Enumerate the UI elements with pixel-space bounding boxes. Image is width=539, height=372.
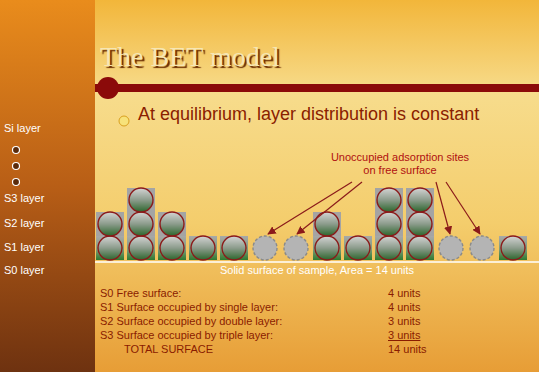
table-cell: S3 Surface occupied by triple layer:	[100, 329, 273, 342]
site-square	[313, 212, 341, 236]
leader-arrow	[446, 182, 480, 234]
leader-arrow	[268, 182, 352, 234]
site-square	[127, 212, 155, 236]
adsorbed-molecule	[408, 236, 432, 260]
callout-text: Unoccupied adsorption sites on free surf…	[325, 151, 475, 177]
site-square	[96, 212, 124, 236]
adsorbed-molecule	[129, 236, 153, 260]
unoccupied-site	[253, 236, 277, 260]
bullet-text: At equilibrium, layer distribution is co…	[138, 104, 488, 126]
site-square	[375, 236, 403, 260]
table-cell: S2 Surface occupied by double layer:	[100, 315, 282, 328]
table-cell: S0 Free surface:	[100, 287, 181, 300]
layer-label: Si layer	[4, 122, 41, 135]
unoccupied-site	[284, 236, 308, 260]
layer-label: S1 layer	[4, 241, 44, 254]
adsorbed-molecule	[160, 212, 184, 236]
site-square	[375, 212, 403, 236]
table-cell: 4 units	[388, 301, 420, 314]
adsorbed-molecule	[222, 236, 246, 260]
site-square	[499, 236, 527, 260]
adsorbed-molecule	[501, 236, 525, 260]
site-square	[189, 236, 217, 260]
site-square	[158, 236, 186, 260]
slide-title: The BET model	[100, 40, 280, 74]
adsorbed-molecule	[160, 236, 184, 260]
bullet-dot	[13, 179, 20, 186]
adsorbed-molecule	[191, 236, 215, 260]
unoccupied-site	[439, 236, 463, 260]
site-square	[375, 188, 403, 212]
title-rule-knob	[97, 77, 119, 99]
unoccupied-site	[470, 236, 494, 260]
site-square	[406, 212, 434, 236]
bullet-dot	[13, 163, 20, 170]
site-square	[96, 236, 124, 260]
surface-line	[95, 261, 539, 263]
site-square	[344, 236, 372, 260]
table-cell: 14 units	[388, 343, 427, 356]
adsorbed-molecule	[377, 236, 401, 260]
table-cell: 4 units	[388, 287, 420, 300]
table-cell: S1 Surface occupied by single layer:	[100, 301, 278, 314]
table-cell: 3 units	[388, 329, 420, 342]
adsorbed-molecule	[315, 236, 339, 260]
adsorbed-molecule	[346, 236, 370, 260]
adsorbed-molecule	[98, 212, 122, 236]
site-square	[127, 236, 155, 260]
leader-arrow	[436, 182, 450, 234]
site-square	[220, 236, 248, 260]
site-square	[406, 236, 434, 260]
bullet-dot	[13, 147, 20, 154]
bullet-dot	[119, 116, 129, 126]
adsorbed-molecule	[129, 188, 153, 212]
adsorbed-molecule	[377, 188, 401, 212]
adsorbed-molecule	[408, 212, 432, 236]
site-square	[406, 188, 434, 212]
leader-arrow	[297, 182, 362, 234]
layer-label: S3 layer	[4, 192, 44, 205]
adsorbed-molecule	[377, 212, 401, 236]
title-rule	[95, 84, 539, 92]
adsorbed-molecule	[98, 236, 122, 260]
site-square	[127, 188, 155, 212]
layer-label: S0 layer	[4, 264, 44, 277]
site-square	[158, 212, 186, 236]
layer-label: S2 layer	[4, 217, 44, 230]
adsorbed-molecule	[408, 188, 432, 212]
table-cell: TOTAL SURFACE	[124, 343, 213, 356]
adsorbed-molecule	[315, 212, 339, 236]
table-cell: 3 units	[388, 315, 420, 328]
adsorbed-molecule	[129, 212, 153, 236]
surface-caption: Solid surface of sample, Area = 14 units	[220, 264, 414, 277]
left-bar	[0, 0, 95, 372]
site-square	[313, 236, 341, 260]
